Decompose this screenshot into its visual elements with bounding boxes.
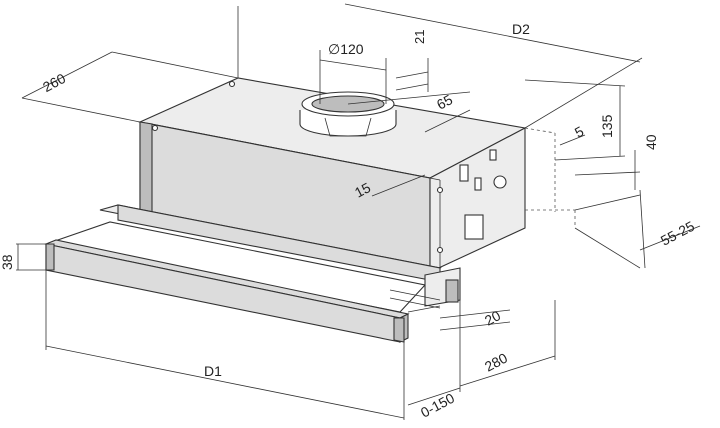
label-55-25: 55-25 <box>658 218 697 249</box>
label-d1: D1 <box>204 363 222 379</box>
housing-side-face <box>429 127 526 273</box>
label-65: 65 <box>434 91 455 113</box>
label-135: 135 <box>599 114 615 138</box>
label-15: 15 <box>352 179 373 201</box>
side-slot-3 <box>489 149 497 161</box>
side-slot <box>459 164 469 182</box>
label-280: 280 <box>482 349 510 374</box>
side-bracket <box>464 214 484 240</box>
hidden-lines <box>524 127 576 228</box>
label-d2: D2 <box>512 21 530 37</box>
dimension-lines <box>16 3 701 420</box>
label-0-150: 0-150 <box>418 390 457 421</box>
label-40: 40 <box>643 134 659 150</box>
side-slot-2 <box>474 177 482 191</box>
label-21: 21 <box>412 30 427 44</box>
side-hole <box>493 175 507 189</box>
housing-edge-strip <box>139 121 153 213</box>
label-5: 5 <box>572 123 587 141</box>
switch-block <box>445 279 459 303</box>
label-38: 38 <box>0 254 15 270</box>
front-bar-cap-left <box>45 243 55 271</box>
label-duct-diameter: ∅120 <box>328 41 364 57</box>
front-bar-cap-right <box>393 317 405 343</box>
label-20: 20 <box>482 307 503 329</box>
duct-outlet <box>299 91 397 137</box>
telescopic-drawer <box>44 204 461 343</box>
label-260: 260 <box>40 70 68 95</box>
